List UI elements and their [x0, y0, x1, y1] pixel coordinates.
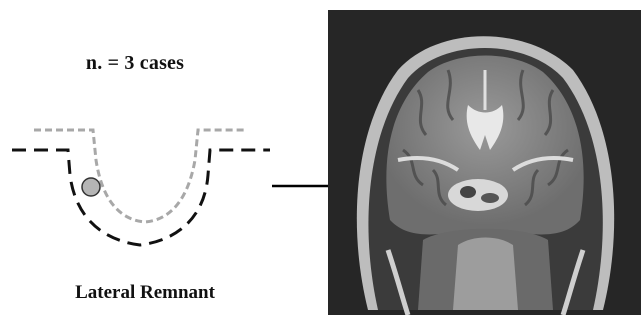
lateral-remnant-marker	[82, 178, 100, 196]
mri-panel	[328, 10, 641, 315]
brain-mri-image	[328, 10, 641, 315]
diagram-caption: Lateral Remnant	[40, 282, 250, 304]
inner-gland-contour	[34, 130, 245, 222]
outer-sella-contour	[12, 150, 270, 245]
